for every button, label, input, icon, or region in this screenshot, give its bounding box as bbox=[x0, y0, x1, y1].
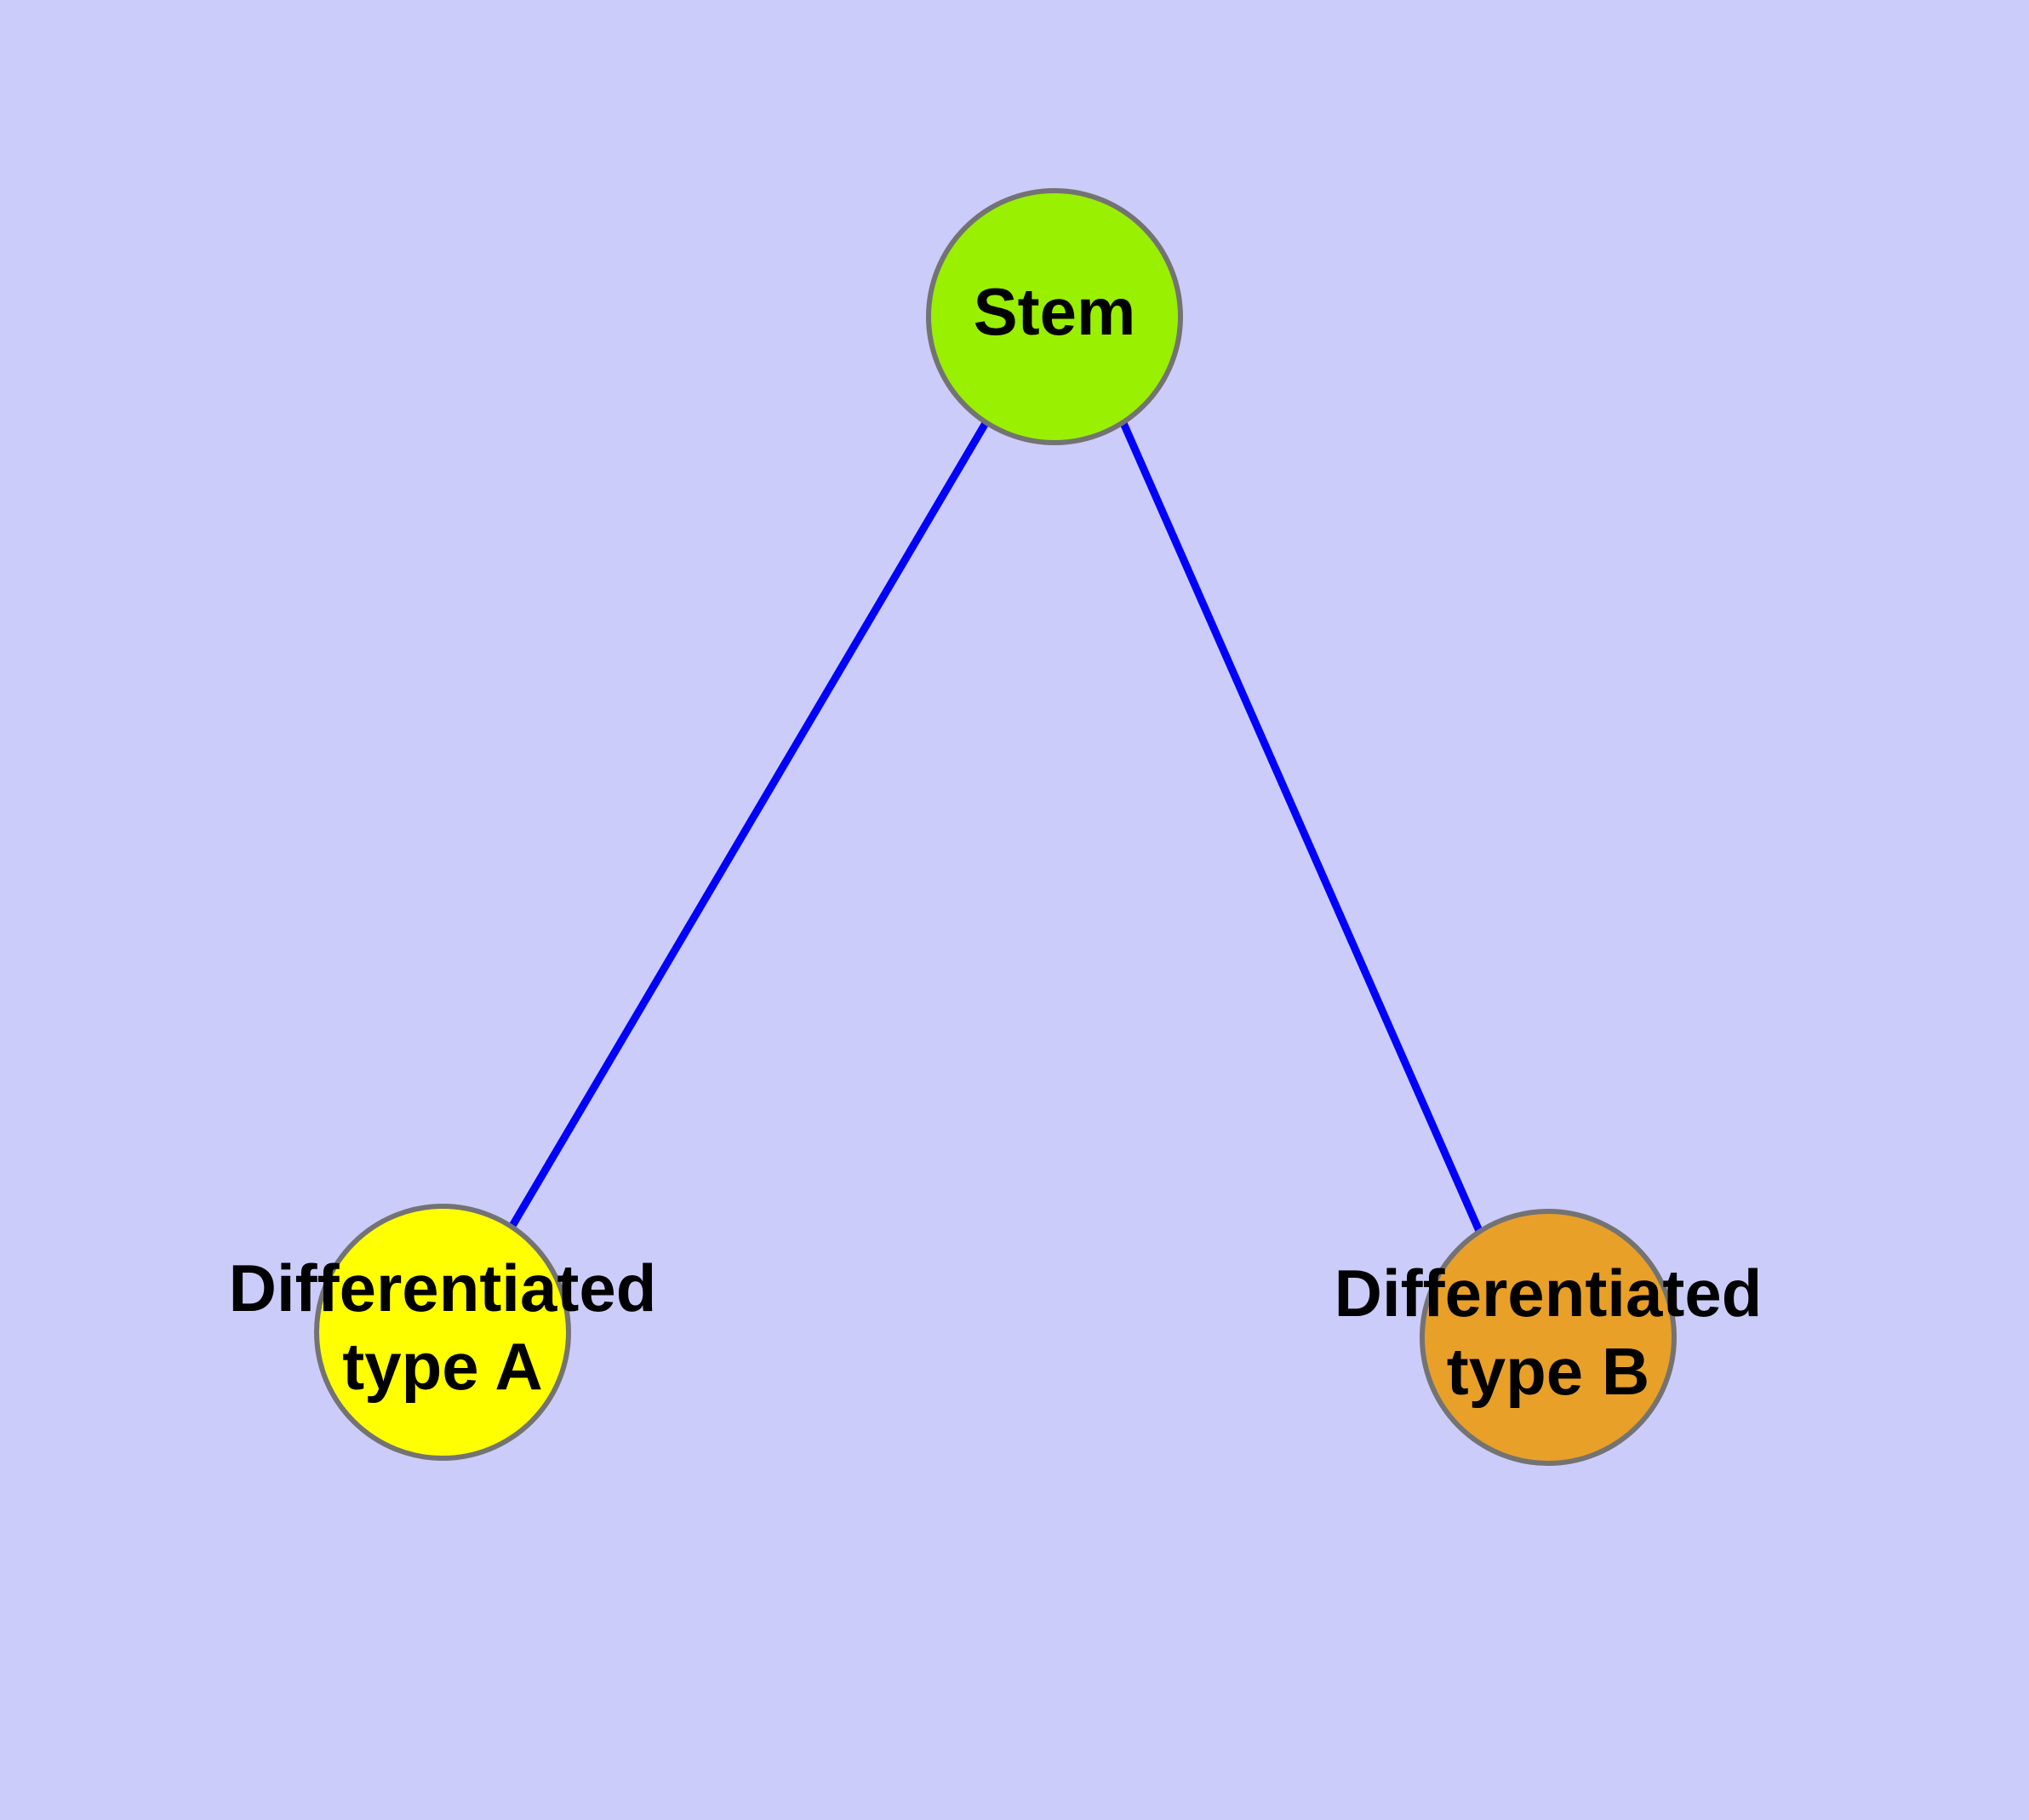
node-stem[interactable] bbox=[926, 188, 1183, 445]
node-layer bbox=[314, 188, 1677, 1466]
node-differentiated-type-a[interactable] bbox=[314, 1204, 571, 1461]
node-differentiated-type-b[interactable] bbox=[1420, 1209, 1677, 1466]
edge-stem-to-differentiated-type-b[interactable] bbox=[1119, 421, 1483, 1233]
edge-stem-to-differentiated-type-a[interactable] bbox=[509, 421, 989, 1228]
edge-layer bbox=[509, 421, 1483, 1233]
node-stem-circle[interactable] bbox=[926, 188, 1183, 445]
node-differentiated-type-a-circle[interactable] bbox=[314, 1204, 571, 1461]
node-differentiated-type-b-circle[interactable] bbox=[1420, 1209, 1677, 1466]
node-stem-label: Stem bbox=[974, 274, 1136, 349]
